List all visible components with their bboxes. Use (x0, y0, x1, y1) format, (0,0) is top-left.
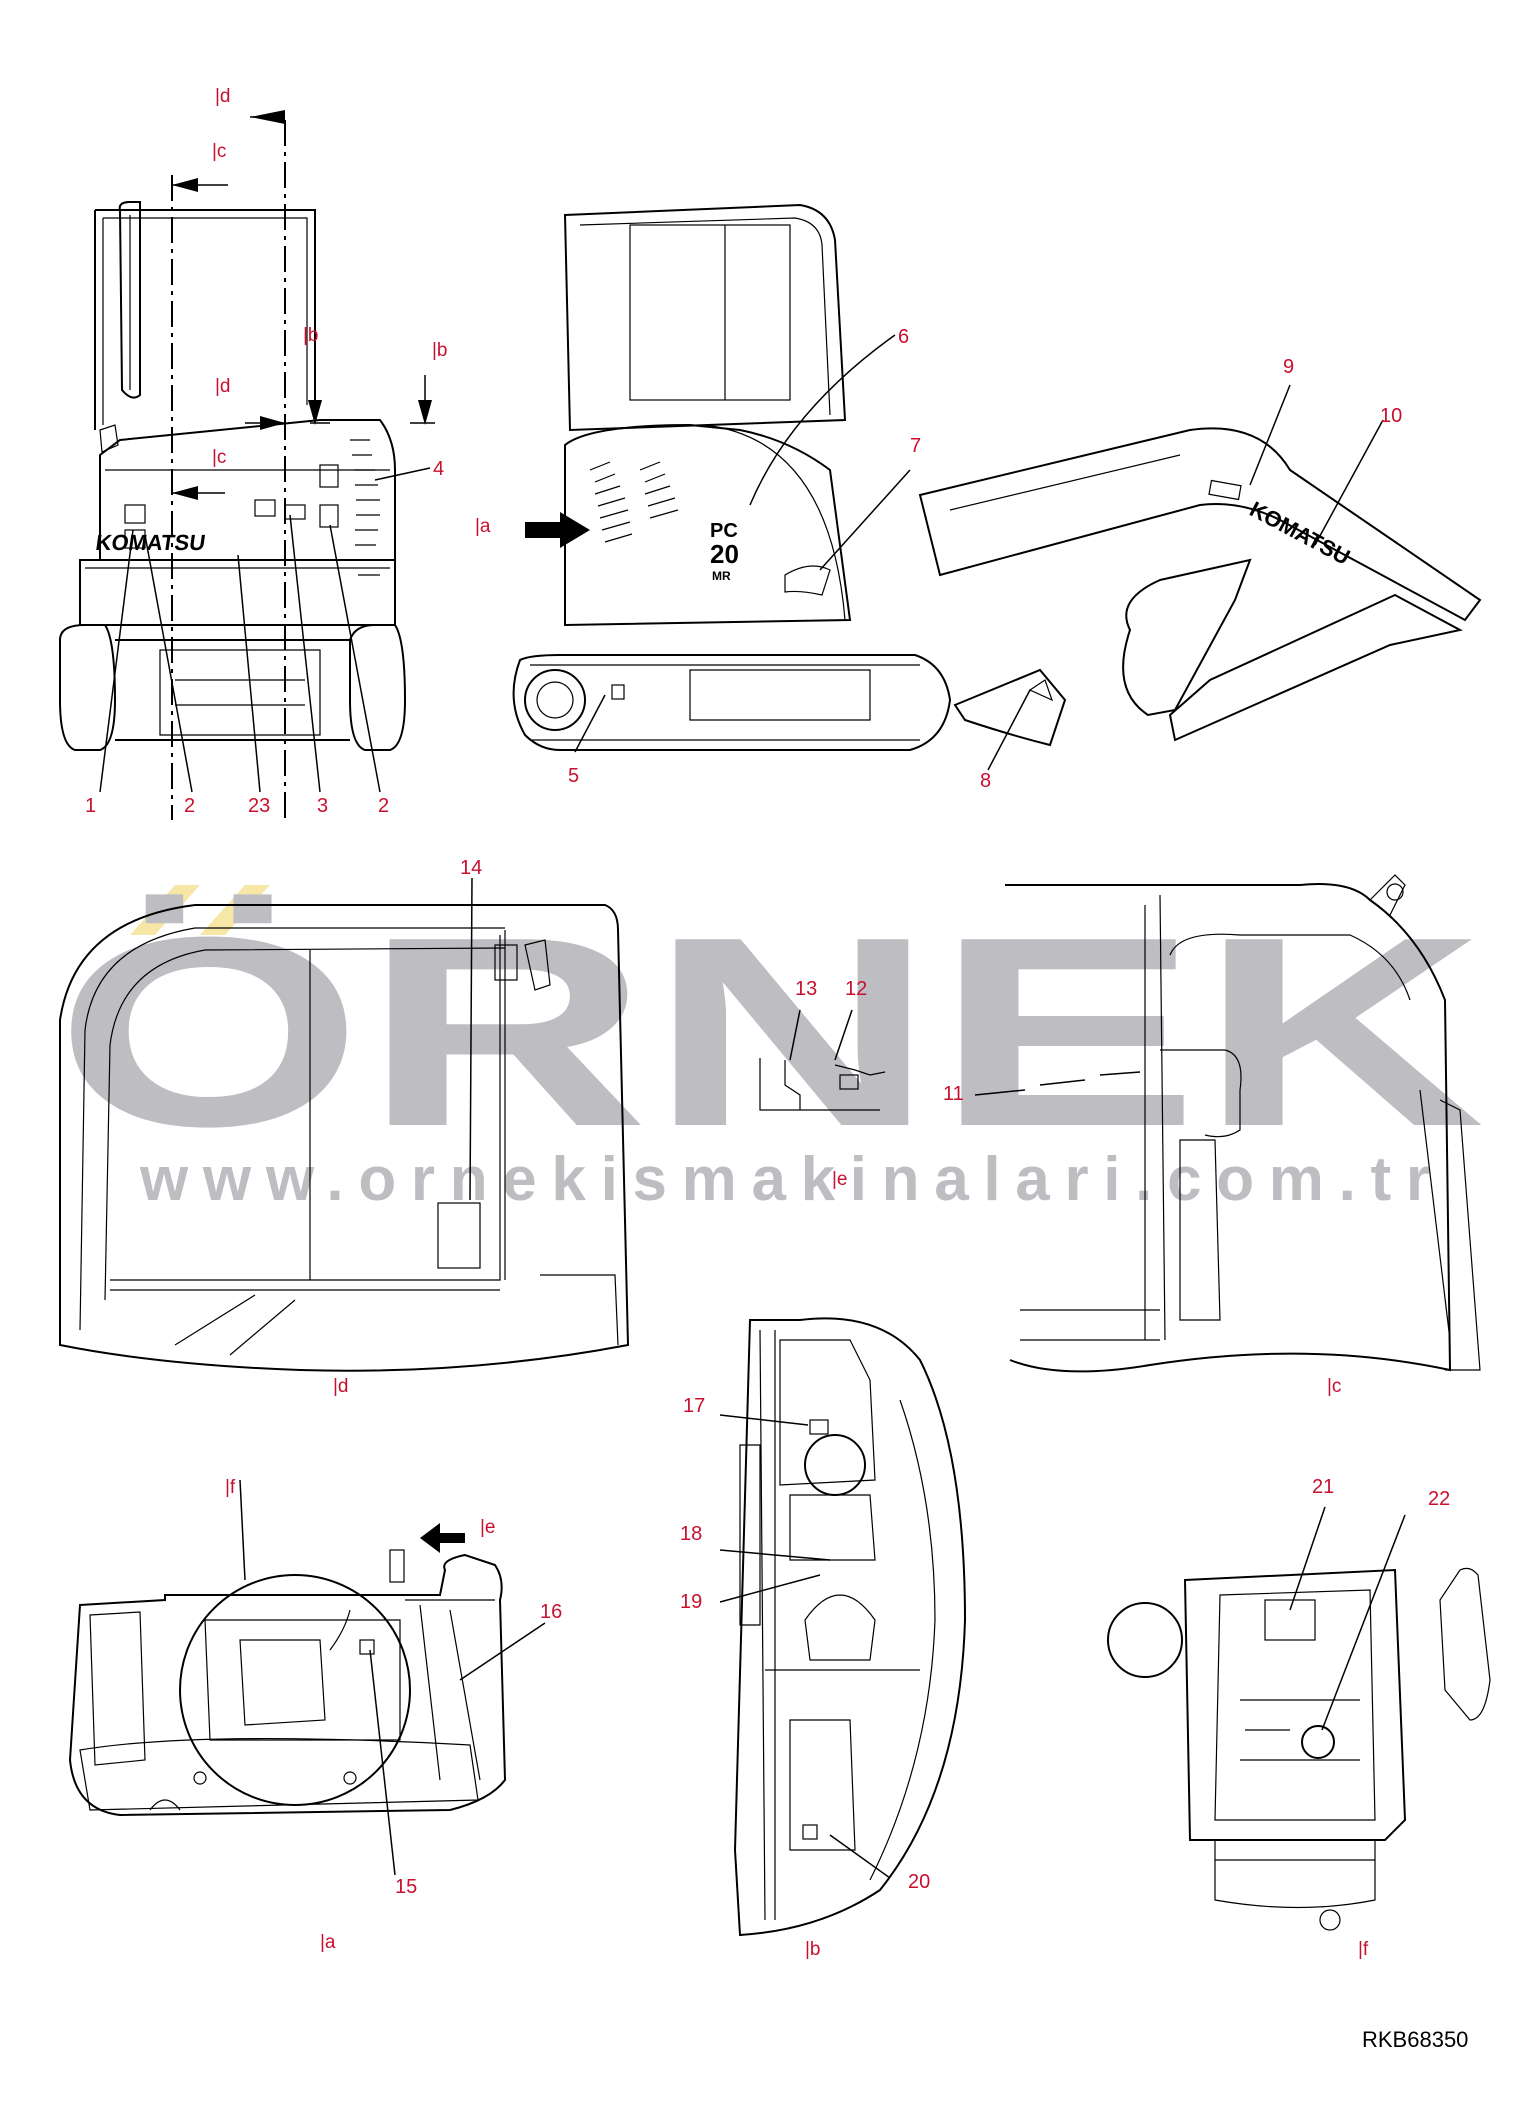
watermark: ÖRNEK www.ornekismakinalari.com.tr (55, 882, 1485, 1214)
detail-e (759, 1058, 886, 1111)
callout-16: 16 (540, 1601, 562, 1623)
watermark-logo: ÖRNEK (55, 882, 1485, 1183)
view-label-d: |d (333, 1376, 349, 1397)
view-label-b: |b (805, 1939, 821, 1960)
callout-9: 9 (1283, 356, 1294, 378)
callout-labels: 1 2 23 3 2 4 5 6 7 8 9 10 11 12 13 14 15… (85, 326, 1450, 1898)
view-e-arrow (420, 1523, 465, 1553)
callout-11: 11 (943, 1083, 964, 1105)
callout-20: 20 (908, 1871, 930, 1893)
callout-6: 6 (898, 326, 909, 348)
callout-2a: 2 (184, 795, 195, 817)
side-view: PC 20 MR KOMATSU (512, 203, 1482, 751)
view-label-c: |c (1327, 1376, 1341, 1397)
view-label-c-mid: |c (212, 447, 226, 468)
callout-10: 10 (1380, 405, 1402, 427)
view-label-a: |a (320, 1932, 336, 1953)
view-label-c-top: |c (212, 141, 226, 162)
watermark-url: www.ornekismakinalari.com.tr (139, 1145, 1430, 1214)
front-brand-text: KOMATSU (94, 530, 207, 555)
callout-5: 5 (568, 765, 579, 787)
view-label-f: |f (1358, 1939, 1369, 1960)
callout-19: 19 (680, 1591, 702, 1613)
callout-15: 15 (395, 1876, 417, 1898)
callout-21: 21 (1312, 1476, 1334, 1498)
callout-14: 14 (460, 857, 482, 879)
view-label-f-top: |f (225, 1477, 236, 1498)
callout-22: 22 (1428, 1488, 1450, 1510)
detail-f (1107, 1567, 1491, 1931)
view-label-d-top: |d (215, 86, 231, 107)
leader-lines (99, 334, 1406, 1879)
callout-23: 23 (248, 795, 270, 817)
view-label-e-detail: |e (832, 1169, 848, 1190)
model-pc: PC (710, 520, 738, 542)
view-label-a-side: |a (475, 516, 491, 537)
view-label-b-mid: |b (303, 325, 319, 346)
model-20: 20 (710, 539, 739, 569)
callout-8: 8 (980, 770, 991, 792)
watermark-accent-right (200, 885, 270, 935)
detail-d (59, 904, 630, 1372)
view-a-arrow (525, 512, 590, 548)
view-labels: |d |c |b |b |d |c |a |e |d |c |f |e |a |… (212, 86, 1369, 1960)
boom-brand-text: KOMATSU (1246, 496, 1355, 570)
model-mr: MR (712, 569, 731, 583)
drawing-code: RKB68350 (1362, 2027, 1468, 2052)
view-label-e-arrow: |e (480, 1517, 496, 1538)
callout-3: 3 (317, 795, 328, 817)
callout-17: 17 (683, 1395, 705, 1417)
callout-1: 1 (85, 795, 96, 817)
front-view: KOMATSU (59, 110, 435, 820)
view-label-b-right: |b (432, 340, 448, 361)
detail-a (68, 1523, 507, 1817)
view-label-d-mid: |d (215, 376, 231, 397)
callout-18: 18 (680, 1523, 702, 1545)
callout-2b: 2 (378, 795, 389, 817)
callout-7: 7 (910, 435, 921, 457)
callout-13: 13 (795, 978, 817, 1000)
detail-c (1005, 874, 1481, 1373)
callout-12: 12 (845, 978, 867, 1000)
callout-4: 4 (433, 458, 444, 480)
detail-b (733, 1317, 967, 1937)
